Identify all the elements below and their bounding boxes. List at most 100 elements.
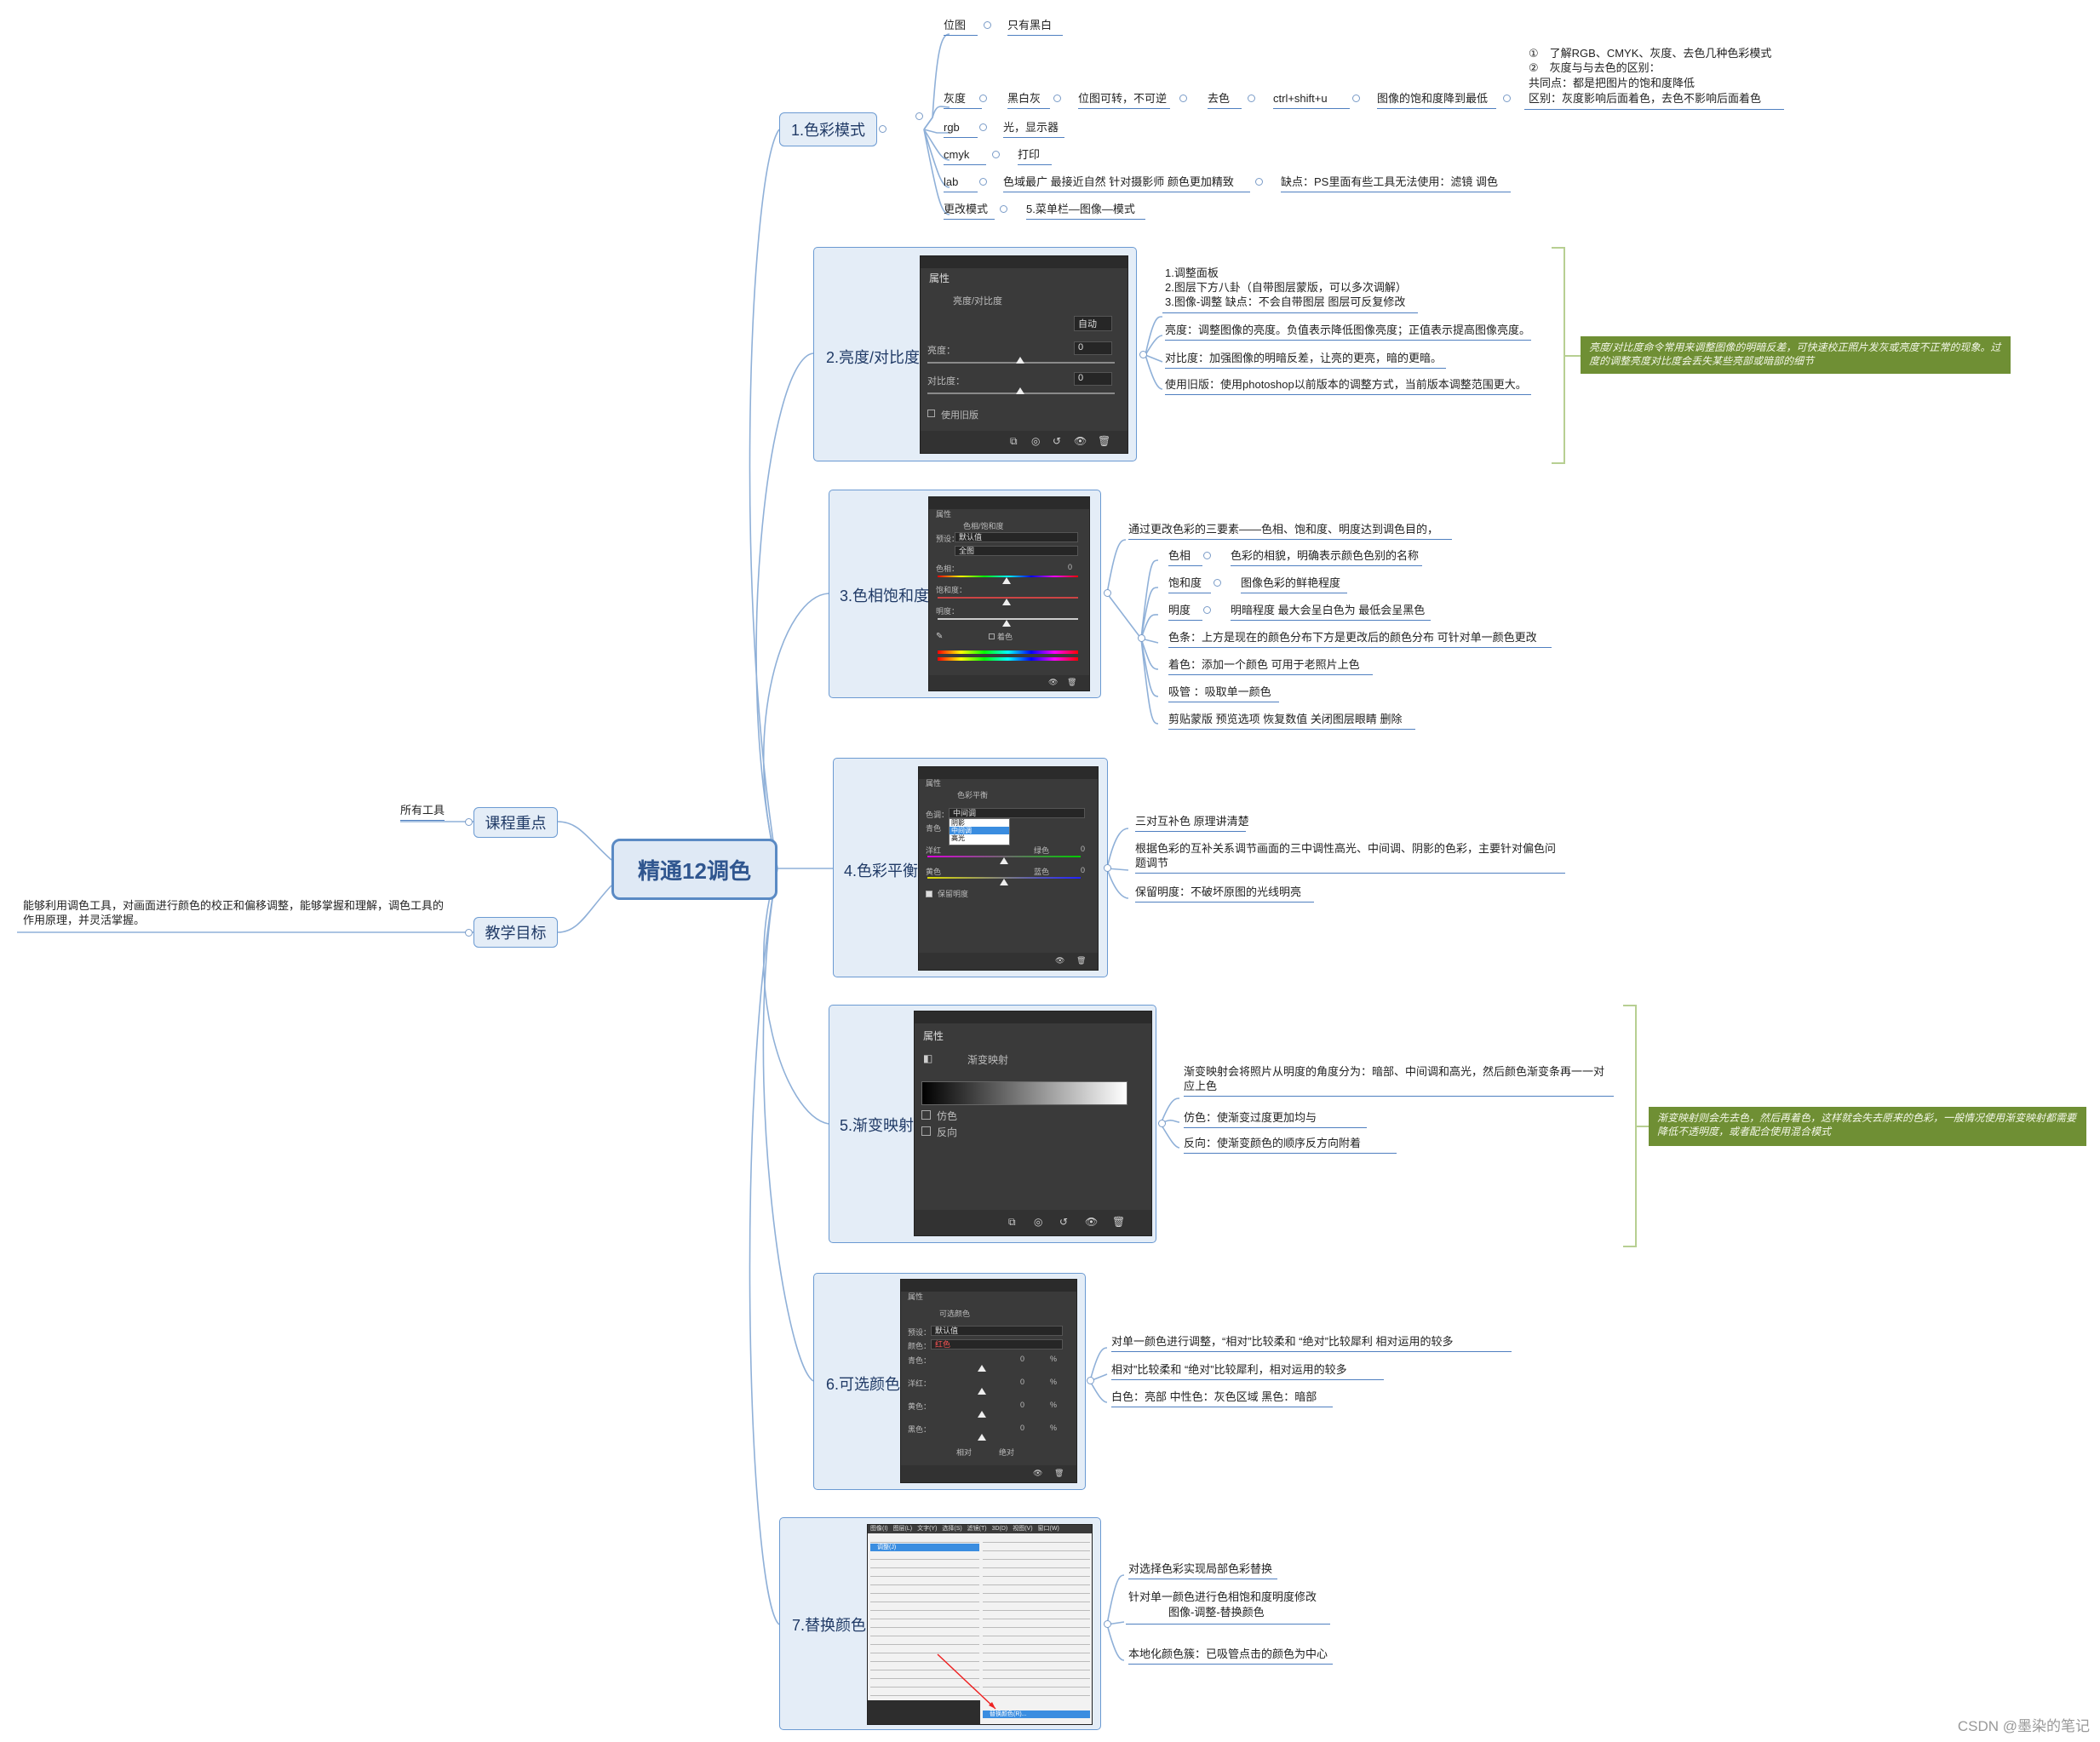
color-select[interactable]: 红色 — [931, 1339, 1063, 1349]
channel-select[interactable]: 全图 — [955, 546, 1078, 556]
preset-select[interactable]: 默认值 — [931, 1326, 1063, 1336]
collapse-dot[interactable] — [465, 818, 473, 826]
menu-select[interactable]: 选择(S) — [942, 1526, 962, 1532]
brightness-slider[interactable] — [1016, 357, 1024, 364]
reset-icon[interactable]: ↺ — [1059, 1216, 1069, 1228]
menu-filter[interactable]: 滤镜(T) — [967, 1526, 987, 1532]
yel-zero: 0 — [1081, 866, 1086, 874]
brightness-label: 亮度： — [927, 346, 955, 356]
contrast-value[interactable]: 0 — [1074, 372, 1112, 386]
collapse-dot[interactable] — [1104, 589, 1111, 597]
cyan-pct: % — [1050, 1355, 1058, 1363]
adjust-item[interactable]: 调整(J) — [870, 1544, 979, 1551]
collapse-dot[interactable] — [1139, 351, 1147, 358]
absolute-radio[interactable]: 绝对 — [999, 1448, 1015, 1457]
dither-checkbox[interactable] — [921, 1110, 931, 1120]
dot — [1214, 579, 1221, 587]
auto-button[interactable]: 自动 — [1074, 316, 1112, 331]
tone-select[interactable]: 中间调 — [949, 808, 1085, 818]
sat-slider[interactable] — [1002, 599, 1011, 605]
collapse-dot[interactable] — [1158, 1120, 1166, 1127]
branch-color-mode[interactable]: 1.色彩模式 — [779, 112, 877, 146]
panel-title: 属性 — [926, 779, 942, 788]
b5-i3: 反向：使渐变颜色的顺序反方向附着 — [1184, 1137, 1397, 1154]
collapse-dot[interactable] — [879, 125, 886, 133]
gray-n3: 共同点：都是把图片的饱和度降低 — [1529, 77, 1695, 89]
tone-option-mid[interactable]: 中间调 — [950, 827, 1009, 834]
trash-icon[interactable]: 🗑 — [1067, 678, 1077, 686]
menu-image[interactable]: 图像(I) — [870, 1526, 888, 1532]
collapse-dot[interactable] — [915, 112, 923, 120]
trash-icon[interactable]: 🗑 — [1054, 1469, 1064, 1477]
collapse-dot[interactable] — [1087, 1377, 1094, 1384]
collapse-dot[interactable] — [465, 929, 473, 937]
tone-option-high[interactable]: 高光 — [951, 834, 965, 842]
b2-i2: 对比度：加强图像的明暗反差，让亮的更亮，暗的更暗。 — [1165, 352, 1446, 369]
tone-dropdown[interactable]: 阴影 中间调 高光 — [949, 818, 1010, 845]
legacy-checkbox[interactable] — [927, 410, 935, 417]
collapse-dot[interactable] — [1104, 864, 1111, 872]
hue-slider[interactable] — [1002, 577, 1011, 584]
magenta-slider[interactable] — [1000, 857, 1008, 864]
black-slider[interactable] — [978, 1434, 986, 1441]
goal-node[interactable]: 教学目标 — [473, 917, 558, 948]
trash-icon[interactable]: 🗑 — [1112, 1216, 1126, 1228]
brightness-value[interactable]: 0 — [1074, 341, 1112, 355]
eye-icon[interactable]: 👁 — [1085, 1216, 1099, 1228]
visibility-prev-icon[interactable]: ◎ — [1031, 435, 1041, 447]
trash-icon[interactable]: 🗑 — [1098, 435, 1111, 447]
clip-icon[interactable]: ⧉ — [1008, 1216, 1016, 1228]
eye-icon[interactable]: 👁 — [1074, 435, 1087, 447]
balance-panel: 属性 色彩平衡 色调： 中间调 阴影 中间调 高光 青色 洋红 绿色 0 黄色 … — [918, 766, 1099, 971]
b7-i2b: 图像-调整-替换颜色 — [1168, 1606, 1265, 1619]
black-pct: % — [1050, 1424, 1058, 1432]
menu-window[interactable]: 窗口(W) — [1037, 1526, 1059, 1532]
reverse-checkbox[interactable] — [921, 1126, 931, 1136]
bottom-strip — [868, 1700, 980, 1724]
reset-icon[interactable]: ↺ — [1053, 435, 1062, 447]
collapse-dot[interactable] — [1138, 634, 1145, 642]
cyan-slider[interactable] — [978, 1365, 986, 1372]
black-label: 黑色： — [908, 1425, 932, 1434]
contrast-label: 对比度： — [927, 376, 965, 387]
branch-gradient-label: 5.渐变映射 — [840, 1117, 915, 1134]
yellow-slider[interactable] — [978, 1411, 986, 1418]
colorize-checkbox[interactable] — [989, 633, 995, 639]
gradient-bar[interactable] — [921, 1081, 1127, 1105]
tone-option-shadow[interactable]: 阴影 — [951, 819, 965, 827]
b2-i1: 亮度：调整图像的亮度。负值表示降低图像亮度；正值表示提高图像亮度。 — [1165, 324, 1531, 341]
visibility-prev-icon[interactable]: ◎ — [1034, 1216, 1043, 1228]
clip-icon[interactable]: ⧉ — [1010, 435, 1018, 447]
yellow-pct: % — [1050, 1401, 1058, 1409]
course-key-node[interactable]: 课程重点 — [473, 807, 558, 838]
relative-radio[interactable]: 相对 — [956, 1448, 973, 1457]
trash-icon[interactable]: 🗑 — [1076, 956, 1087, 965]
dot — [1352, 95, 1360, 102]
contrast-slider[interactable] — [1016, 387, 1024, 394]
image-menu-screenshot: 图像(I) 图层(L) 文字(Y) 选择(S) 滤镜(T) 3D(D) 视图(V… — [867, 1524, 1093, 1725]
menu-view[interactable]: 视图(V) — [1013, 1526, 1033, 1532]
menu-3d[interactable]: 3D(D) — [991, 1526, 1008, 1532]
eyedropper-icon[interactable]: ✎ — [936, 632, 944, 641]
collapse-dot[interactable] — [1104, 1620, 1111, 1628]
replace-color-item[interactable]: 替换颜色(R)... — [983, 1710, 1090, 1718]
yellow-slider[interactable] — [1000, 879, 1008, 885]
magenta-slider[interactable] — [978, 1388, 986, 1395]
eye-icon[interactable]: 👁 — [1033, 1469, 1043, 1477]
light-slider[interactable] — [1002, 620, 1011, 627]
menu-layer[interactable]: 图层(L) — [892, 1526, 913, 1532]
eye-icon[interactable]: 👁 — [1055, 956, 1065, 965]
eye-icon[interactable]: 👁 — [1048, 678, 1059, 686]
rgb-label: rgb — [944, 121, 978, 138]
lab-d1: 色域最广 最接近自然 针对摄影师 颜色更加精致 — [1003, 175, 1250, 192]
menu-type[interactable]: 文字(Y) — [917, 1526, 938, 1532]
mag-zero: 0 — [1081, 845, 1086, 853]
light-label: 明度： — [936, 607, 960, 616]
lab-d2: 缺点：PS里面有些工具无法使用：滤镜 调色 — [1281, 175, 1511, 192]
course-key-detail: 所有工具 — [400, 804, 445, 821]
keep-checkbox[interactable] — [926, 891, 932, 897]
green-label: 绿色 — [1034, 846, 1050, 855]
central-topic[interactable]: 精通12调色 — [611, 839, 777, 900]
preset-select[interactable]: 默认值 — [955, 532, 1078, 542]
b5-i2: 仿色：使渐变过度更加均与 — [1184, 1111, 1367, 1128]
